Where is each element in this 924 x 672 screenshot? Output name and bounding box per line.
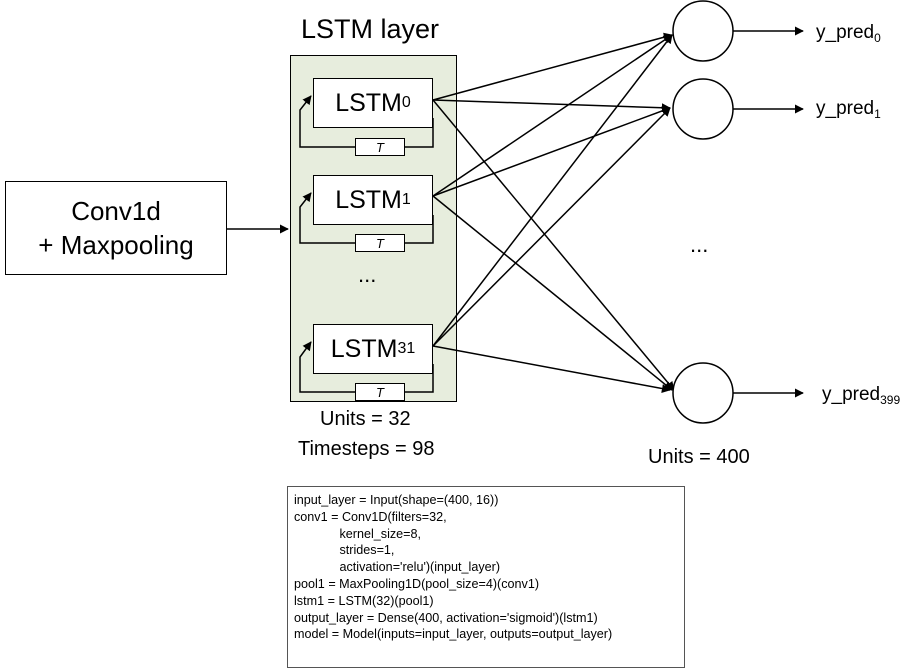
lstm-units-label: Units = 32 [320, 408, 411, 430]
output-units-label: Units = 400 [648, 446, 750, 468]
edge-31-0 [432, 34, 673, 347]
code-line: lstm1 = LSTM(32)(pool1) [294, 593, 434, 608]
conv-block-line1: Conv1d [71, 196, 161, 226]
conv-block-line2: + Maxpooling [38, 230, 194, 260]
output-neuron-1 [672, 78, 734, 140]
timestep-feedback-box: T [355, 383, 405, 401]
lstm-cell-label: LSTM [335, 185, 402, 214]
edge-1-1 [432, 106, 671, 197]
edge-0-1 [432, 99, 671, 113]
lstm-cell-label: LSTM [335, 88, 402, 117]
timestep-feedback-box: T [355, 234, 405, 252]
lstm-cell-index: 31 [397, 340, 416, 357]
output-label-index: 0 [874, 31, 881, 45]
code-line: activation='relu')(input_layer) [294, 560, 501, 575]
code-line: conv1 = Conv1D(filters=32, [294, 509, 447, 524]
output-label-index: 399 [880, 393, 901, 407]
code-line: input_layer = Input(shape=(400, 16)) [294, 493, 499, 507]
lstm-cell-index: 1 [401, 191, 411, 208]
edge-31-399 [432, 345, 671, 393]
recurrent-loop-1 [299, 192, 434, 244]
output-label-text: y_pred [822, 384, 881, 405]
timestep-feedback-box: T [355, 138, 405, 156]
edge-0-399 [432, 99, 675, 391]
output-neuron-399 [672, 362, 734, 424]
output-label-index: 1 [874, 107, 881, 121]
output-label-399: y_pred399 [822, 384, 900, 407]
conv-maxpool-block: Conv1d + Maxpooling [5, 181, 227, 275]
output-ellipsis: ... [690, 232, 709, 257]
recurrent-loop-31 [299, 341, 434, 393]
edge-0-0 [432, 32, 673, 101]
code-line: kernel_size=8, [294, 526, 422, 541]
lstm-cell-label: LSTM [330, 334, 398, 363]
code-snippet-box: input_layer = Input(shape=(400, 16)) con… [287, 486, 685, 668]
output-label-text: y_pred [816, 98, 875, 119]
edge-1-0 [432, 34, 673, 197]
lstm-layer-title: LSTM layer [300, 14, 440, 44]
code-line: output_layer = Dense(400, activation='si… [294, 610, 598, 625]
lstm-cell-index: 0 [401, 94, 411, 111]
recurrent-loop-0 [299, 95, 434, 148]
output-label-text: y_pred [816, 22, 875, 43]
lstm-timesteps-label: Timesteps = 98 [298, 438, 435, 460]
output-neuron-0 [672, 0, 734, 62]
code-line: strides=1, [294, 543, 395, 558]
edge-1-399 [432, 195, 673, 391]
output-label-1: y_pred1 [816, 98, 881, 121]
output-label-0: y_pred0 [816, 22, 881, 45]
edge-31-1 [432, 107, 671, 347]
code-line: pool1 = MaxPooling1D(pool_size=4)(conv1) [294, 576, 540, 591]
code-line: model = Model(inputs=input_layer, output… [294, 627, 613, 642]
lstm-ellipsis: ... [358, 262, 377, 287]
